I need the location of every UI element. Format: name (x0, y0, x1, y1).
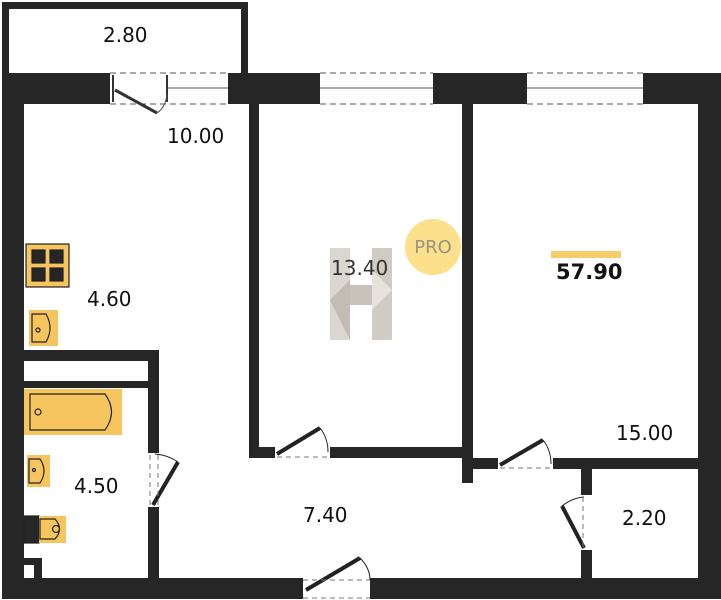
door-bedroom-2 (498, 438, 552, 469)
partition-wall (148, 507, 159, 578)
total-area: 57.90 (556, 260, 623, 284)
toilet-icon (23, 515, 66, 544)
partition-wall (24, 350, 159, 361)
door-bathroom (149, 453, 180, 507)
balcony-wall-right (241, 2, 248, 74)
door-entrance (303, 556, 371, 599)
bathtub-icon (24, 389, 122, 435)
total-area-bar (551, 251, 621, 258)
doors (149, 426, 586, 599)
room-area-hallway: 7.40 (303, 503, 348, 527)
room-area-bedroom-1: 13.40 (331, 256, 389, 280)
balcony-door-leaf (114, 88, 158, 115)
partition-wall (553, 458, 698, 469)
windows (110, 72, 643, 115)
window (320, 72, 433, 105)
partition-wall (249, 104, 259, 458)
partition-wall (249, 447, 275, 458)
door-bedroom-1 (275, 426, 329, 458)
balcony-wall-top (2, 2, 248, 9)
partition-wall (24, 381, 148, 388)
fixtures (23, 243, 122, 544)
room-area-bedroom-2: 15.00 (616, 421, 674, 445)
exterior-wall (433, 73, 527, 104)
partition-wall (462, 104, 473, 483)
partition-wall (330, 447, 470, 458)
exterior-wall-bottom (2, 578, 303, 599)
bathroom-sink-icon (27, 455, 50, 487)
balcony-door-swing (156, 94, 168, 114)
partition-wall (581, 550, 592, 578)
room-area-balcony: 2.80 (103, 23, 148, 47)
shaft-opening (24, 565, 34, 578)
window (527, 72, 643, 105)
partition-wall (581, 469, 592, 495)
partition-wall (148, 350, 159, 453)
door-closet (560, 496, 586, 549)
window (110, 72, 228, 105)
balcony-wall-left (2, 2, 9, 74)
kitchen-sink-icon (29, 310, 58, 346)
exterior-wall (228, 73, 320, 104)
exterior-wall-bottom (370, 578, 721, 599)
stove-icon (25, 243, 70, 288)
room-area-kitchen-zone: 4.60 (87, 287, 132, 311)
room-area-closet: 2.20 (622, 506, 667, 530)
exterior-wall-right (698, 73, 721, 599)
exterior-wall-left (2, 73, 24, 599)
partition-wall (473, 458, 498, 469)
watermark-logo (330, 248, 392, 340)
pro-badge: PRO (405, 219, 461, 275)
room-area-bathroom: 4.50 (74, 474, 119, 498)
room-area-kitchen: 10.00 (167, 124, 225, 148)
